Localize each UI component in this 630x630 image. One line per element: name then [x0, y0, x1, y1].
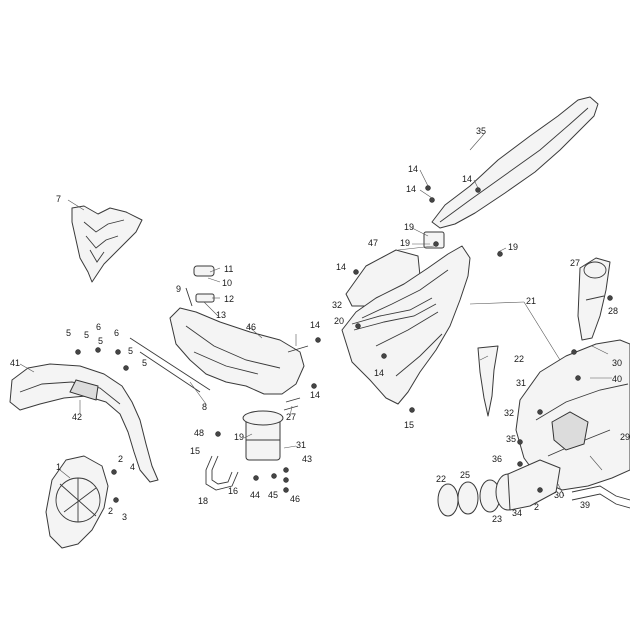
- callout-39: 46: [290, 494, 300, 504]
- callout-22: 22: [436, 474, 446, 484]
- callout-11: 11: [224, 264, 233, 274]
- leader-lines: [19, 133, 612, 497]
- callout-22: 23: [492, 514, 502, 524]
- callout-39: 43: [302, 454, 312, 464]
- callout-17: 19: [234, 432, 244, 442]
- callout-1: 1: [56, 462, 61, 472]
- part-pipe-35: [571, 485, 630, 509]
- callout-21: 22: [514, 354, 524, 364]
- callout-14: 14: [310, 320, 320, 330]
- part-side-panel-left: [169, 307, 305, 395]
- callout-12: 12: [224, 294, 234, 304]
- callout-19: 19: [508, 242, 518, 252]
- callout-20: 35: [476, 126, 486, 136]
- callout-44: 27: [286, 412, 296, 422]
- callout-14: 15: [404, 420, 414, 430]
- bolt-fasteners: [75, 185, 613, 503]
- callout-34: 36: [492, 454, 502, 464]
- part-front-fender: [9, 363, 159, 483]
- callout-25: 27: [570, 258, 580, 268]
- callout-39: 44: [250, 490, 260, 500]
- callout-9: 9: [176, 284, 181, 294]
- callout-8: 8: [202, 402, 207, 412]
- callout-34: 35: [506, 434, 516, 444]
- callout-14: 14: [336, 262, 346, 272]
- callout-19: 19: [404, 222, 414, 232]
- part-intake-snorkel: [577, 257, 611, 341]
- part-airbox-housing: [515, 339, 630, 491]
- part-fuel-pump: [242, 410, 284, 461]
- callout-5: 5: [128, 346, 133, 356]
- callout-16: 18: [198, 496, 208, 506]
- callout-30: 32: [504, 408, 514, 418]
- callout-13: 13: [216, 310, 226, 320]
- callout-29: 30: [554, 490, 564, 500]
- callout-38: 42: [72, 412, 82, 422]
- callout-23: 25: [460, 470, 470, 480]
- callout-33: 34: [512, 508, 522, 518]
- part-rear-fender: [431, 96, 599, 229]
- callout-43: 2: [534, 502, 539, 512]
- callout-42: 48: [194, 428, 204, 438]
- callout-19: 19: [400, 238, 410, 248]
- callout-7: 7: [56, 194, 61, 204]
- callout-14: 14: [310, 390, 320, 400]
- callout-39: 45: [268, 490, 278, 500]
- callout-15: 15: [190, 446, 200, 456]
- callout-35: 39: [580, 500, 590, 510]
- callout-15: 16: [228, 486, 238, 496]
- callout-32: 32: [332, 300, 342, 310]
- callout-5: 5: [98, 336, 103, 346]
- callout-28: 30: [612, 358, 622, 368]
- callout-labels: 35 14 14 14 7 19 19 19 47 14 11 10 9 12 …: [10, 126, 630, 524]
- callout-14: 14: [374, 368, 384, 378]
- callout-18: 21: [526, 296, 536, 306]
- part-pins: [283, 345, 309, 411]
- callout-5: 5: [66, 328, 71, 338]
- callout-27: 29: [620, 432, 630, 442]
- callout-3: 3: [122, 512, 127, 522]
- callout-19: 20: [334, 316, 344, 326]
- callout-37: 41: [10, 358, 20, 368]
- part-hardware-small: [185, 265, 215, 307]
- callout-2: 2: [118, 454, 123, 464]
- part-plate-21: [477, 345, 499, 417]
- part-fuel-hose: [205, 455, 239, 491]
- callout-26: 28: [608, 306, 618, 316]
- callout-40: 46: [246, 322, 256, 332]
- part-rod-8: [129, 337, 211, 393]
- callout-5: 5: [84, 330, 89, 340]
- callout-5: 5: [142, 358, 147, 368]
- part-headlight-mask: [71, 205, 143, 283]
- part-airbox-cover: [341, 245, 471, 405]
- callout-31: 31: [296, 440, 306, 450]
- callout-6: 6: [114, 328, 119, 338]
- callout-14: 14: [408, 164, 418, 174]
- callout-30: 31: [516, 378, 526, 388]
- callout-2: 2: [108, 506, 113, 516]
- callout-14: 14: [462, 174, 472, 184]
- callout-14: 14: [406, 184, 416, 194]
- callout-6: 6: [96, 322, 101, 332]
- callout-41: 47: [368, 238, 378, 248]
- callout-4: 4: [130, 462, 135, 472]
- callout-36: 40: [612, 374, 622, 384]
- part-disc-guard: [45, 455, 109, 549]
- part-intake-boot: [437, 459, 561, 517]
- callout-10: 10: [222, 278, 232, 288]
